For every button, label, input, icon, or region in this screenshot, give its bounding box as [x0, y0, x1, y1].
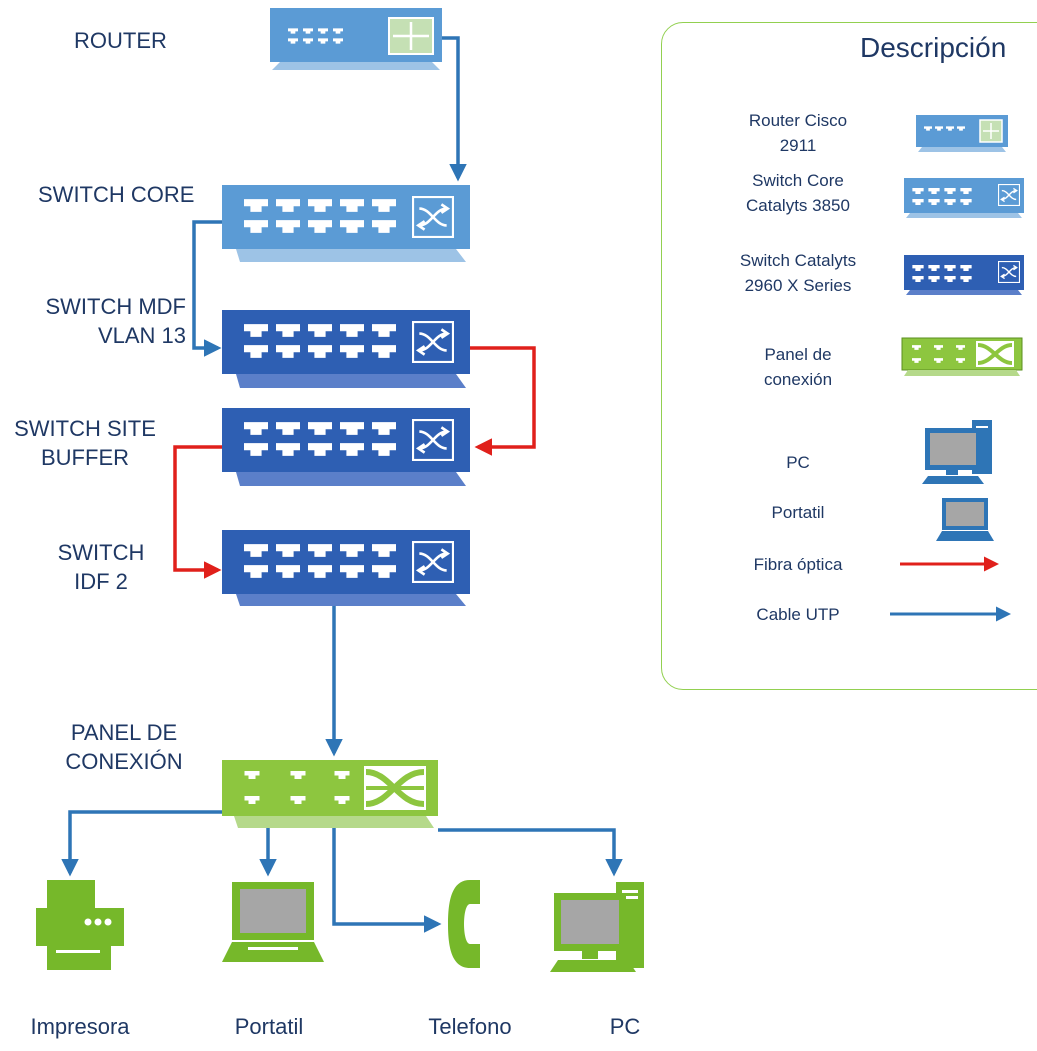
- label-printer: Impresora: [30, 1014, 130, 1039]
- legend-panel-icon: [901, 337, 1023, 376]
- printer-icon: [36, 880, 124, 970]
- switch-mdf-device: [222, 310, 470, 388]
- legend-label-pc: PC: [786, 453, 810, 472]
- label-pc: PC: [609, 1014, 641, 1039]
- legend-box: [661, 22, 1037, 690]
- utp-panel-to-pc: [438, 828, 623, 877]
- switch-core-device: [222, 185, 470, 262]
- laptop-icon: [222, 882, 324, 962]
- fiber-buffer-to-idf2: [173, 445, 222, 579]
- label-router: ROUTER: [74, 28, 167, 53]
- legend-laptop-icon: [936, 498, 994, 541]
- legend-label-switch-core: Switch Core Catalyts 3850: [746, 171, 850, 215]
- label-phone: Telefono: [428, 1014, 512, 1039]
- label-switch-core: SWITCH CORE: [38, 182, 195, 207]
- switch-idf2-device: [222, 530, 470, 606]
- label-switch-site-buffer: SWITCH SITE BUFFER: [14, 416, 156, 470]
- connections: [61, 36, 623, 933]
- legend-router-icon: [916, 115, 1008, 152]
- utp-panel-to-phone: [332, 828, 442, 933]
- phone-icon: [448, 880, 480, 968]
- label-switch-idf2: SWITCH IDF 2: [57, 540, 145, 594]
- legend-pc-icon: [922, 420, 992, 484]
- legend-switch-catalyst-icon: [904, 255, 1024, 295]
- fiber-mdf-to-buffer: [470, 346, 536, 456]
- legend-label-switch-catalyst: Switch Catalyts 2960 X Series: [739, 251, 857, 295]
- legend-label-utp: Cable UTP: [756, 605, 840, 624]
- label-panel: PANEL DE CONEXIÓN: [65, 720, 183, 774]
- switch-site-buffer-device: [222, 408, 470, 486]
- utp-router-to-core: [442, 36, 467, 182]
- label-switch-mdf: SWITCH MDF VLAN 13: [45, 294, 186, 348]
- utp-panel-to-printer: [61, 810, 222, 877]
- pc-icon: [550, 882, 644, 972]
- label-laptop: Portatil: [234, 1014, 304, 1039]
- legend-title: Descripción: [860, 32, 1007, 63]
- router-device: [270, 8, 442, 70]
- patch-panel-device: [222, 760, 438, 828]
- utp-core-to-mdf: [192, 220, 222, 357]
- legend-label-laptop: Portatil: [771, 503, 825, 522]
- legend-label-fiber: Fibra óptica: [753, 555, 843, 574]
- legend-switch-core-icon: [904, 178, 1024, 218]
- legend-label-router: Router Cisco 2911: [748, 111, 848, 155]
- legend-label-panel: Panel de conexión: [763, 345, 833, 389]
